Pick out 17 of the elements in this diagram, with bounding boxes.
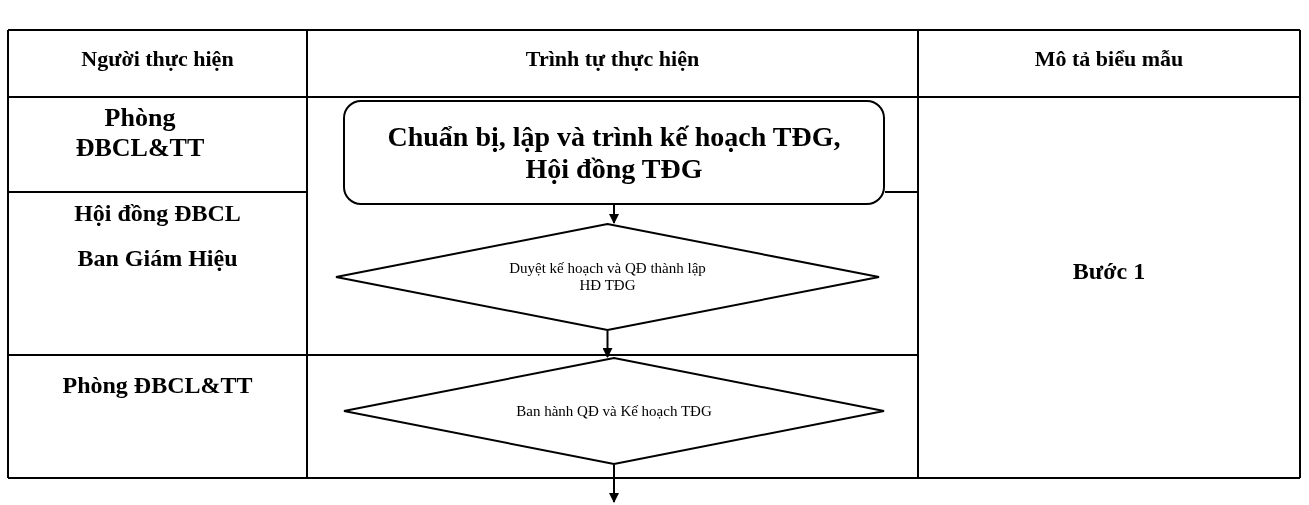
role-label: Phòng ĐBCL&TT (61, 372, 254, 399)
role-label: Ban Giám Hiệu (76, 245, 239, 272)
arrow (609, 464, 619, 503)
role-label: Phòng ĐBCL&TT (74, 103, 206, 163)
step-label: Bước 1 (1071, 258, 1147, 285)
column-header: Người thực hiện (80, 46, 235, 72)
arrow (602, 330, 613, 358)
decision-diamond (343, 357, 885, 465)
decision-diamond (335, 223, 880, 331)
decision-text: Duyệt kế hoạch và QĐ thành lập HĐ TĐG (508, 260, 707, 294)
column-header: Trình tự thực hiện (524, 46, 701, 72)
process-text: Chuẩn bị, lập và trình kế hoạch TĐG, Hội đồng TĐG (386, 120, 842, 185)
decision-text: Ban hành QĐ và Kế hoạch TĐG (515, 402, 713, 420)
arrow (609, 204, 619, 224)
role-label: Hội đồng ĐBCL (73, 200, 242, 227)
column-header: Mô tả biểu mẫu (1033, 46, 1185, 72)
process-box (343, 100, 885, 205)
